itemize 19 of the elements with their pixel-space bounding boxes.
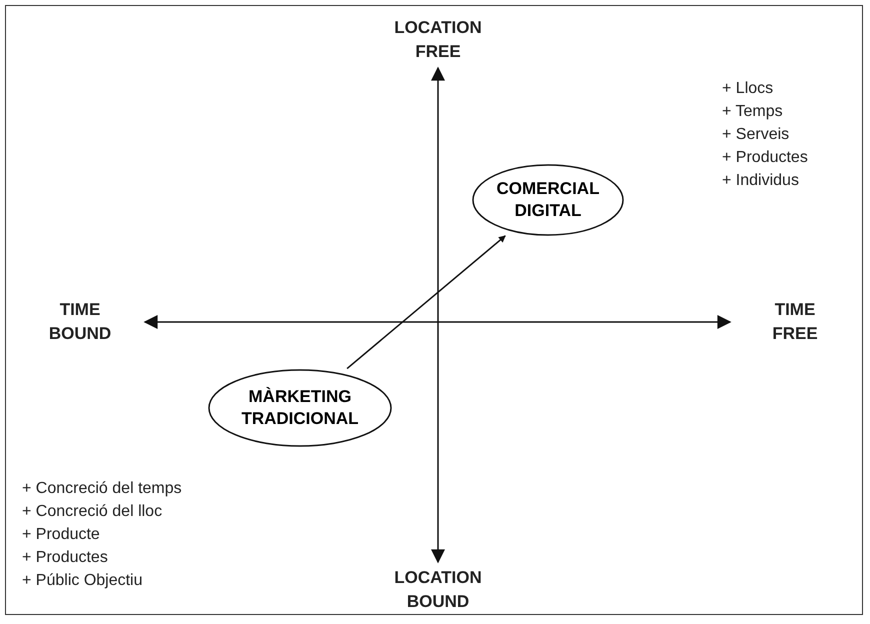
arrow	[346, 235, 506, 370]
node-label: COMERCIAL DIGITAL	[496, 178, 600, 222]
axis-label: LOCATION FREE	[393, 17, 483, 63]
axis-label: TIME FREE	[771, 299, 819, 345]
list-item: + Serveis	[722, 126, 790, 144]
axis-label: TIME BOUND	[48, 299, 112, 345]
list-item: + Temps	[722, 103, 783, 121]
list-item: + Concreció del temps	[22, 480, 182, 498]
ellipse-node	[472, 164, 624, 236]
list-item: + Productes	[22, 549, 108, 567]
node-label: MÀRKETING TRADICIONAL	[240, 386, 360, 430]
list-item: + Públic Objectiu	[22, 572, 143, 590]
list-item: + Producte	[22, 526, 100, 544]
list-item: + Llocs	[722, 80, 774, 98]
axis-label: LOCATION BOUND	[393, 567, 483, 613]
list-item: + Concreció del lloc	[22, 503, 162, 521]
list-item: + Individus	[722, 172, 799, 190]
list-item: + Productes	[722, 149, 808, 167]
ellipse-node	[208, 369, 392, 447]
